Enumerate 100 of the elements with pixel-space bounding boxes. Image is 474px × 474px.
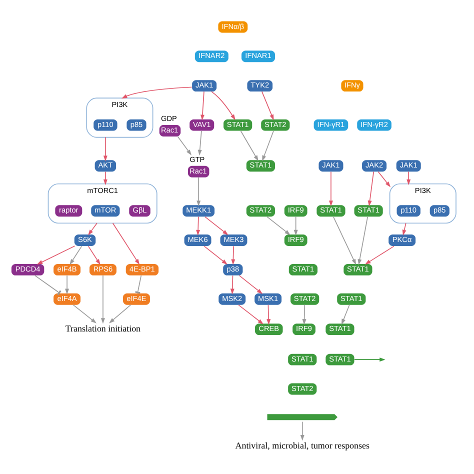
arrow (112, 222, 140, 265)
node-box: JAK2 (362, 160, 387, 172)
node-box: IRF9 (284, 205, 308, 217)
arrow (238, 304, 264, 324)
node-box: p38 (223, 264, 243, 276)
arrow (302, 304, 306, 325)
node-box: IFN-γR1 (314, 119, 348, 131)
arrow (364, 246, 394, 264)
node-box: 4E-BP1 (126, 264, 159, 276)
node-box: STAT2 (290, 293, 320, 305)
arrow (103, 171, 108, 186)
node-box: PDCD4 (11, 264, 44, 276)
arrow (103, 136, 108, 162)
arrow (230, 275, 234, 294)
node-box: IRF9 (292, 324, 316, 336)
arrow (88, 246, 100, 265)
node-box: JAK1 (192, 80, 217, 92)
node-box: IFNAR2 (194, 50, 228, 62)
node-box: STAT1 (354, 205, 383, 217)
node-box: eIF4A (54, 293, 81, 305)
arrow (211, 91, 236, 120)
arrow (378, 171, 391, 188)
arrow (70, 246, 82, 265)
node-box: STAT2 (288, 383, 317, 395)
node-box: IFNα/β (218, 21, 248, 33)
node-box: eIF4E (123, 293, 150, 305)
arrow (177, 136, 192, 156)
arrow (238, 275, 263, 294)
arrow (36, 246, 76, 264)
node-box: STAT1 (326, 354, 354, 366)
node-box: p85 (126, 119, 146, 131)
arrow (266, 216, 290, 236)
node-box: STAT1 (344, 264, 372, 276)
node-box: IFN-γR2 (357, 119, 392, 131)
node-box: MSK2 (218, 293, 246, 305)
node-box: TYK2 (247, 80, 273, 92)
node-box: MEK6 (184, 234, 212, 246)
node-text: Antiviral, microbial, tumor responses (235, 440, 370, 450)
node-box: mTOR (91, 205, 120, 217)
arrow (354, 358, 386, 362)
node-box: IFNAR1 (242, 50, 275, 62)
node-box: STAT1 (288, 354, 317, 366)
node-box: p110 (396, 205, 420, 217)
arrow (333, 216, 356, 265)
arrow (262, 91, 274, 120)
node-box: RPS6 (90, 264, 116, 276)
arrow (121, 86, 192, 99)
node-box: STAT1 (224, 119, 252, 131)
connector (34, 275, 62, 296)
arrow (204, 246, 228, 265)
node-box: AKT (94, 160, 116, 172)
node-box: JAK1 (318, 160, 344, 172)
arrow (240, 130, 258, 162)
arrow (65, 275, 70, 294)
node-box: STAT1 (326, 324, 354, 336)
arrow (294, 216, 298, 236)
node-box: STAT2 (246, 205, 275, 217)
node-box: CREB (254, 324, 283, 336)
node-box: STAT1 (337, 293, 366, 305)
node-box: STAT1 (246, 160, 275, 172)
node-box: GβL (129, 205, 150, 217)
arrow (204, 216, 228, 236)
arrow (196, 216, 200, 236)
arrow (406, 171, 411, 186)
node-box: S6K (74, 234, 96, 246)
node-box: p110 (94, 119, 118, 131)
node-box: IRF9 (284, 234, 308, 246)
node-box: raptor (55, 205, 82, 217)
node-box: eIF4B (54, 264, 81, 276)
node-box: IFNγ (341, 80, 364, 92)
node-helix (267, 414, 338, 420)
arrow (196, 177, 201, 206)
arrow (88, 222, 98, 236)
arrow (231, 246, 236, 266)
node-box: Rac1 (188, 166, 210, 178)
node-box: MEKK1 (182, 205, 215, 217)
arrow (300, 421, 304, 441)
arrow (368, 171, 374, 206)
arrow (328, 171, 333, 206)
arrow (358, 216, 368, 265)
node-box: PKCα (388, 234, 416, 246)
node-box: MEK3 (220, 234, 248, 246)
arrow (108, 304, 132, 324)
arrow (266, 304, 271, 325)
node-box: STAT2 (261, 119, 290, 131)
arrow (402, 222, 406, 236)
arrow (72, 304, 97, 324)
node-box: STAT1 (288, 264, 318, 276)
arrow (341, 304, 350, 325)
arrow (198, 130, 202, 156)
arrow (200, 91, 204, 120)
node-box: MSK1 (254, 293, 282, 305)
node-label: GTP (190, 154, 205, 164)
node-box: STAT1 (316, 205, 346, 217)
node-box: VAV1 (190, 119, 214, 131)
node-box: p85 (430, 205, 450, 217)
node-label: GDP (161, 114, 177, 124)
arrow (100, 275, 105, 324)
arrow (262, 130, 274, 162)
node-box: Rac1 (159, 125, 181, 136)
